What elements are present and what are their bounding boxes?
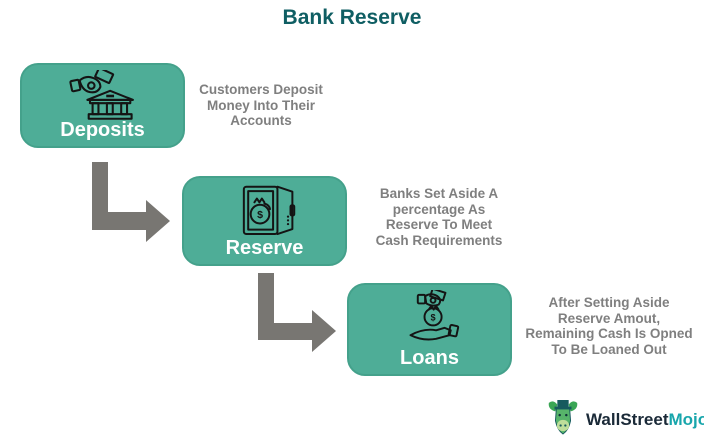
arrow-reserve-to-loans: [258, 273, 336, 352]
svg-text:$: $: [257, 209, 263, 221]
safe-money-icon: $: [184, 183, 345, 239]
bull-mascot-icon: [546, 398, 580, 441]
wallstreetmojo-logo: WallStreetMojo: [546, 398, 704, 441]
deposits-box: Deposits: [20, 63, 185, 148]
loans-description: After Setting Aside Reserve Amout, Remai…: [525, 295, 693, 357]
reserve-box: $ Reserve: [182, 176, 347, 266]
logo-wallstreet-text: WallStreet: [586, 409, 669, 429]
deposits-description: Customers Deposit Money Into Their Accou…: [199, 82, 323, 128]
arrow-deposits-to-reserve: [92, 162, 170, 242]
page-title: Bank Reserve: [282, 6, 422, 29]
loans-box: $ Loans: [347, 283, 512, 376]
reserve-description: Banks Set Aside A percentage As Reserve …: [375, 186, 503, 248]
hand-loan-icon: $: [349, 290, 510, 348]
reserve-label: Reserve: [225, 237, 304, 259]
bank-deposit-icon: [22, 70, 183, 122]
loans-label: Loans: [400, 347, 459, 369]
svg-text:$: $: [430, 313, 435, 323]
logo-mojo-text: Mojo: [668, 409, 704, 429]
deposits-label: Deposits: [60, 119, 145, 141]
logo-wordmark: WallStreetMojo: [586, 410, 704, 430]
